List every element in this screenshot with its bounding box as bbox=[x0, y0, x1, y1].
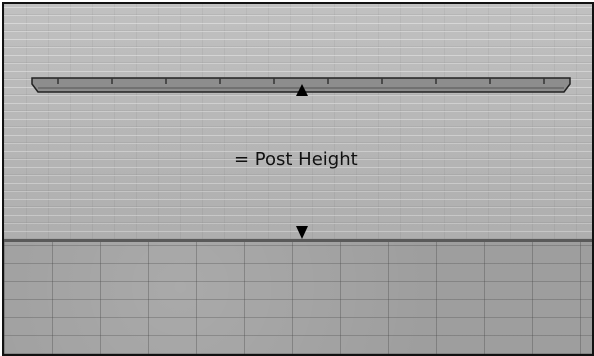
post-height-label: = Post Height bbox=[234, 149, 358, 170]
bottom-arrow-icon bbox=[296, 226, 308, 239]
overlay-graphics bbox=[4, 4, 592, 354]
